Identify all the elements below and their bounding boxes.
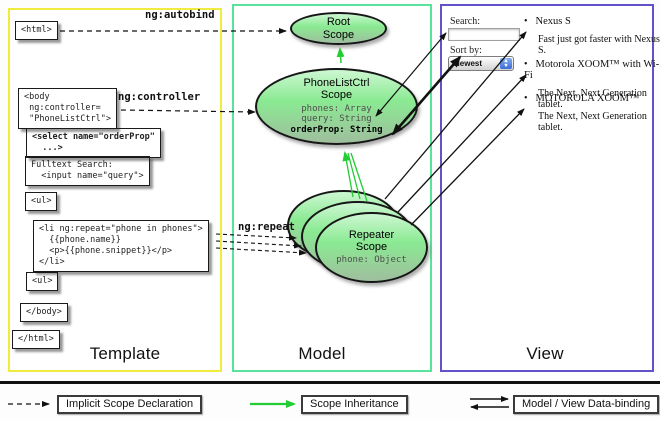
repeater-scope-title: Repeater Scope bbox=[348, 229, 395, 254]
edge-label-autobind: ng:autobind bbox=[145, 9, 215, 21]
phonelistctrl-scope-title: PhoneListCtrl Scope bbox=[303, 77, 370, 102]
root-scope-ellipse: Root Scope bbox=[290, 12, 387, 45]
phonelistctrl-scope-orderprop: orderProp: String bbox=[290, 124, 383, 135]
sort-dropdown-value: Newest bbox=[454, 59, 483, 68]
list-item: Nexus S Fast just got faster with Nexus … bbox=[524, 16, 660, 56]
sort-dropdown[interactable]: Newest bbox=[448, 56, 514, 71]
code-select: <select name="orderProp" ...> bbox=[26, 128, 161, 158]
code-ul-close: <ul> bbox=[26, 272, 59, 291]
stepper-down-icon bbox=[504, 64, 507, 69]
repeater-scope-props: phone: Object bbox=[336, 255, 407, 266]
dropdown-stepper-icon bbox=[500, 58, 512, 69]
edge-label-repeat: ng:repeat bbox=[238, 221, 295, 233]
template-panel-label: Template bbox=[89, 344, 161, 363]
list-item-title: MOTOROLA XOOM™ bbox=[524, 93, 660, 104]
phonelistctrl-scope-ellipse: PhoneListCtrl Scope phones: Array query:… bbox=[255, 68, 418, 145]
code-html-open: <html> bbox=[15, 21, 58, 40]
view-panel-label: View bbox=[526, 344, 564, 363]
list-item-title: Nexus S bbox=[524, 16, 660, 27]
edge-label-controller: ng:controller bbox=[118, 91, 201, 103]
template-panel bbox=[8, 8, 222, 372]
list-item-title: Motorola XOOM™ with Wi-Fi bbox=[524, 59, 660, 81]
code-li-repeat: <li ng:repeat="phone in phones"> {{phone… bbox=[33, 220, 209, 272]
list-item-desc: Fast just got faster with Nexus S. bbox=[538, 34, 660, 56]
code-ul-open: <ul> bbox=[25, 192, 58, 211]
code-fulltext-search: Fulltext Search: <input name="query"> bbox=[25, 156, 150, 186]
model-panel bbox=[232, 4, 432, 372]
phonelistctrl-scope-props: phones: Array query: String bbox=[301, 103, 372, 125]
legend-data-binding: Model / View Data-binding bbox=[513, 395, 660, 414]
search-input[interactable] bbox=[448, 28, 520, 41]
list-item-desc: The Next, Next Generation tablet. bbox=[538, 111, 647, 133]
legend-scope-inheritance: Scope Inheritance bbox=[301, 395, 408, 414]
code-body-close: </body> bbox=[20, 303, 68, 322]
legend-implicit-scope: Implicit Scope Declaration bbox=[57, 395, 203, 414]
list-item: MOTOROLA XOOM™ The Next, Next Generation… bbox=[524, 93, 660, 133]
root-scope-title: Root Scope bbox=[322, 16, 355, 41]
model-panel-label: Model bbox=[298, 344, 346, 363]
search-label: Search: bbox=[450, 16, 480, 27]
code-html-close: </html> bbox=[12, 330, 60, 349]
code-body-open: <body ng:controller= "PhoneListCtrl"> bbox=[18, 88, 117, 129]
repeater-scope-ellipse: Repeater Scope phone: Object bbox=[315, 212, 428, 283]
legend-divider bbox=[0, 381, 660, 384]
sort-by-label: Sort by: bbox=[450, 45, 482, 56]
